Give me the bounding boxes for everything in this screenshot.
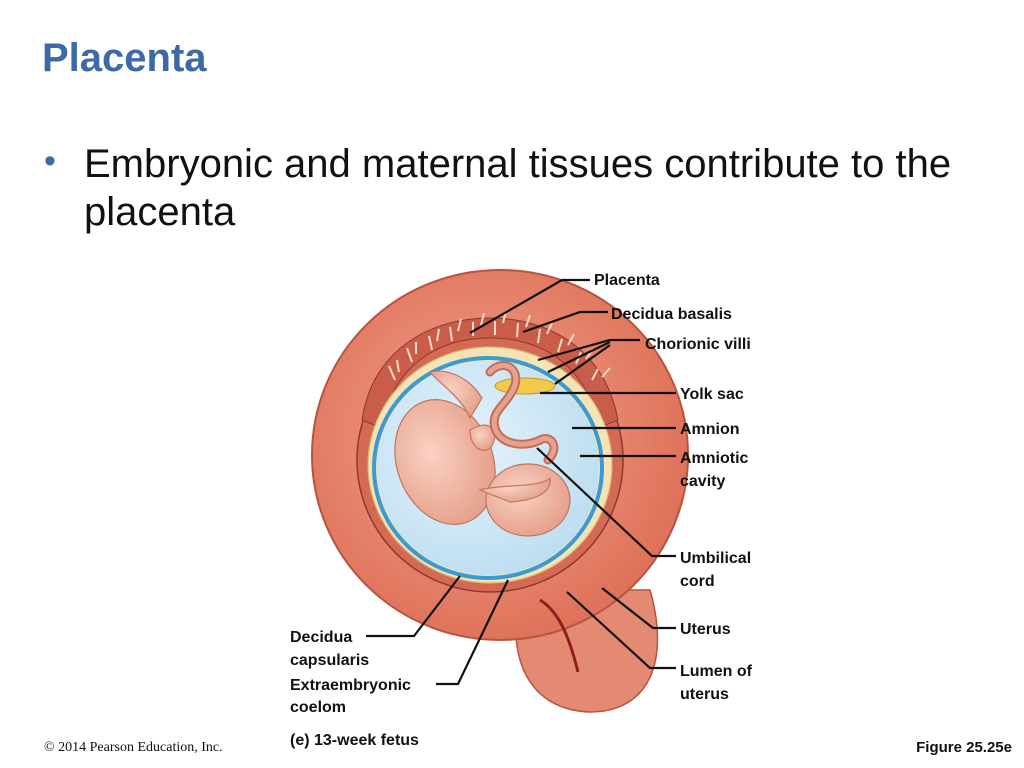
- uterus-lumen: [539, 598, 580, 673]
- label-uterus: Uterus: [680, 621, 731, 638]
- bullet-text: Embryonic and maternal tissues contribut…: [84, 142, 952, 234]
- label-placenta: Placenta: [594, 272, 660, 289]
- amnion: [372, 356, 604, 580]
- label-yolk-sac: Yolk sac: [680, 386, 744, 403]
- label-lumen-line1: Lumen of: [680, 663, 753, 680]
- label-extraembryonic-coelom-line1: Extraembryonic: [290, 677, 411, 694]
- label-decidua-capsularis-line1: Decidua: [290, 629, 352, 646]
- figure-caption: (e) 13-week fetus: [290, 732, 419, 749]
- label-amniotic-cavity-line1: Amniotic: [680, 450, 749, 467]
- chorionic-villi: [388, 310, 611, 381]
- label-chorionic-villi: Chorionic villi: [645, 336, 751, 353]
- placenta-region: [361, 317, 619, 429]
- label-lumen-line2: uterus: [680, 686, 729, 703]
- bullet-dot: •: [44, 142, 56, 180]
- label-umbilical-cord-line1: Umbilical: [680, 550, 751, 567]
- label-umbilical-cord-line2: cord: [680, 573, 715, 590]
- label-decidua-basalis: Decidua basalis: [611, 306, 732, 323]
- copyright-notice: © 2014 Pearson Education, Inc.: [44, 740, 223, 755]
- yolk-sac: [494, 377, 556, 395]
- label-extraembryonic-coelom-line2: coelom: [290, 699, 346, 716]
- leader-lines: [366, 278, 676, 686]
- slide-title: Placenta: [42, 36, 207, 80]
- label-amniotic-cavity-line2: cavity: [680, 473, 725, 490]
- label-amnion: Amnion: [680, 421, 740, 438]
- figure-reference: Figure 25.25e: [916, 739, 1012, 756]
- fetus: [394, 370, 571, 537]
- label-decidua-capsularis-line2: capsularis: [290, 652, 369, 669]
